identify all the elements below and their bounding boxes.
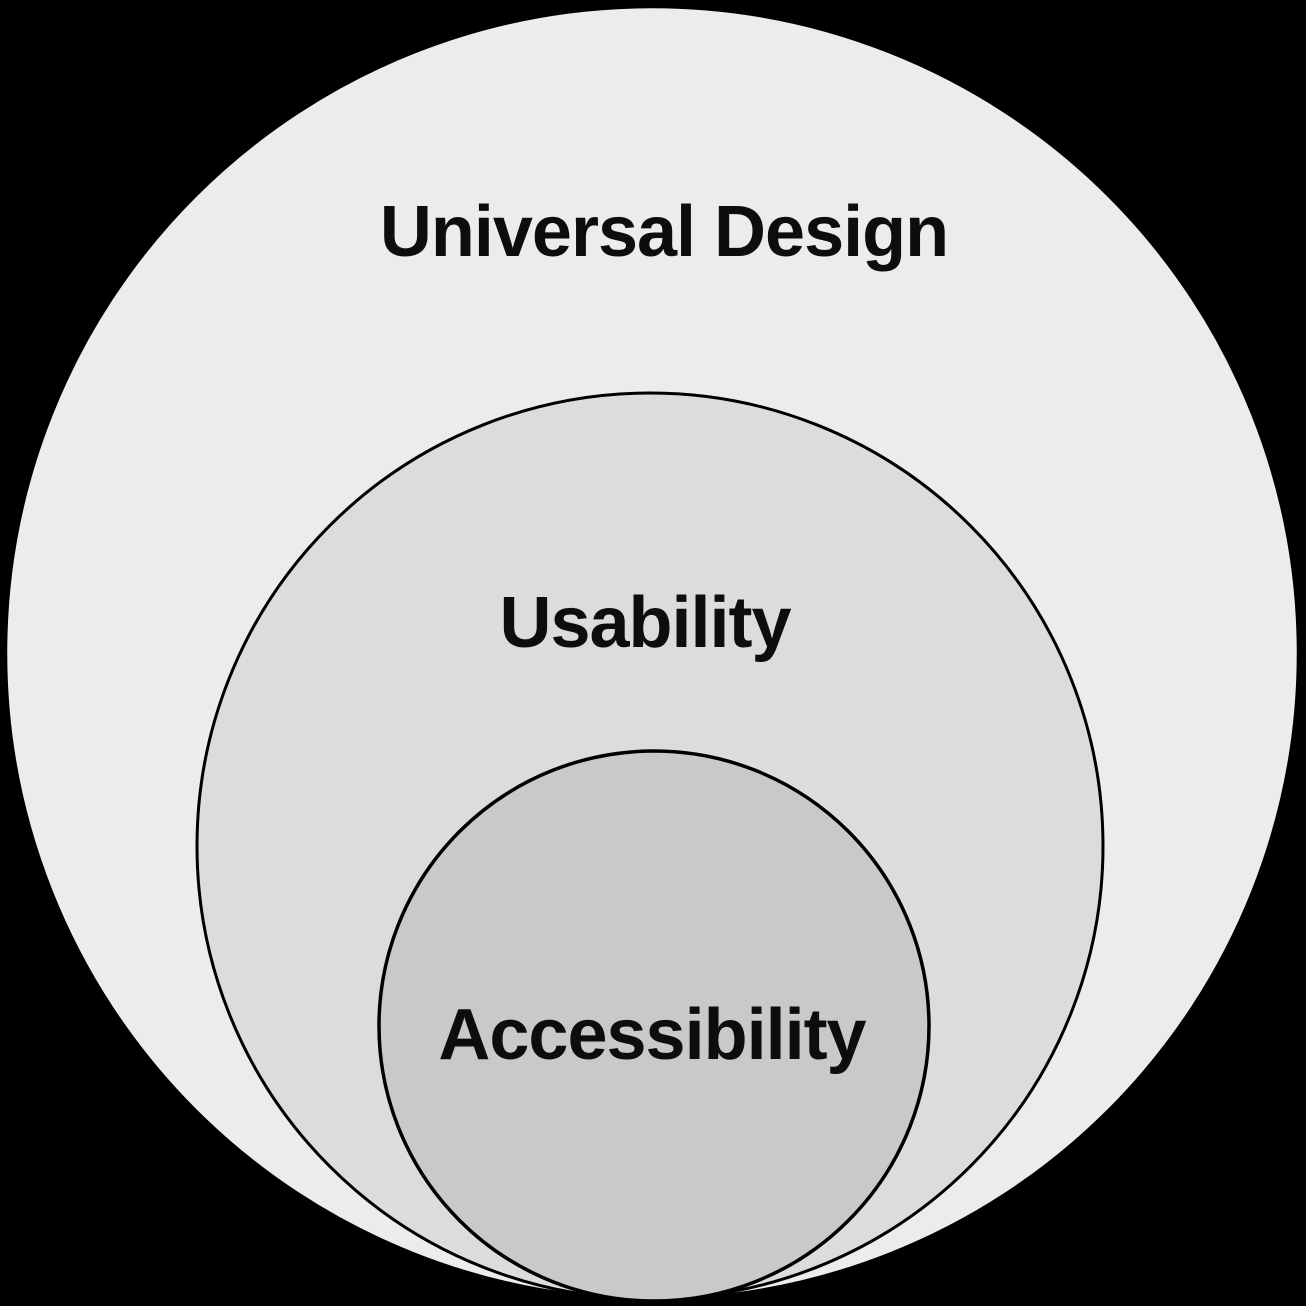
usability-label: Usability [499, 583, 791, 663]
universal-design-label: Universal Design [380, 192, 948, 272]
inner-circle-accessibility [377, 749, 931, 1303]
accessibility-label: Accessibility [438, 995, 866, 1075]
